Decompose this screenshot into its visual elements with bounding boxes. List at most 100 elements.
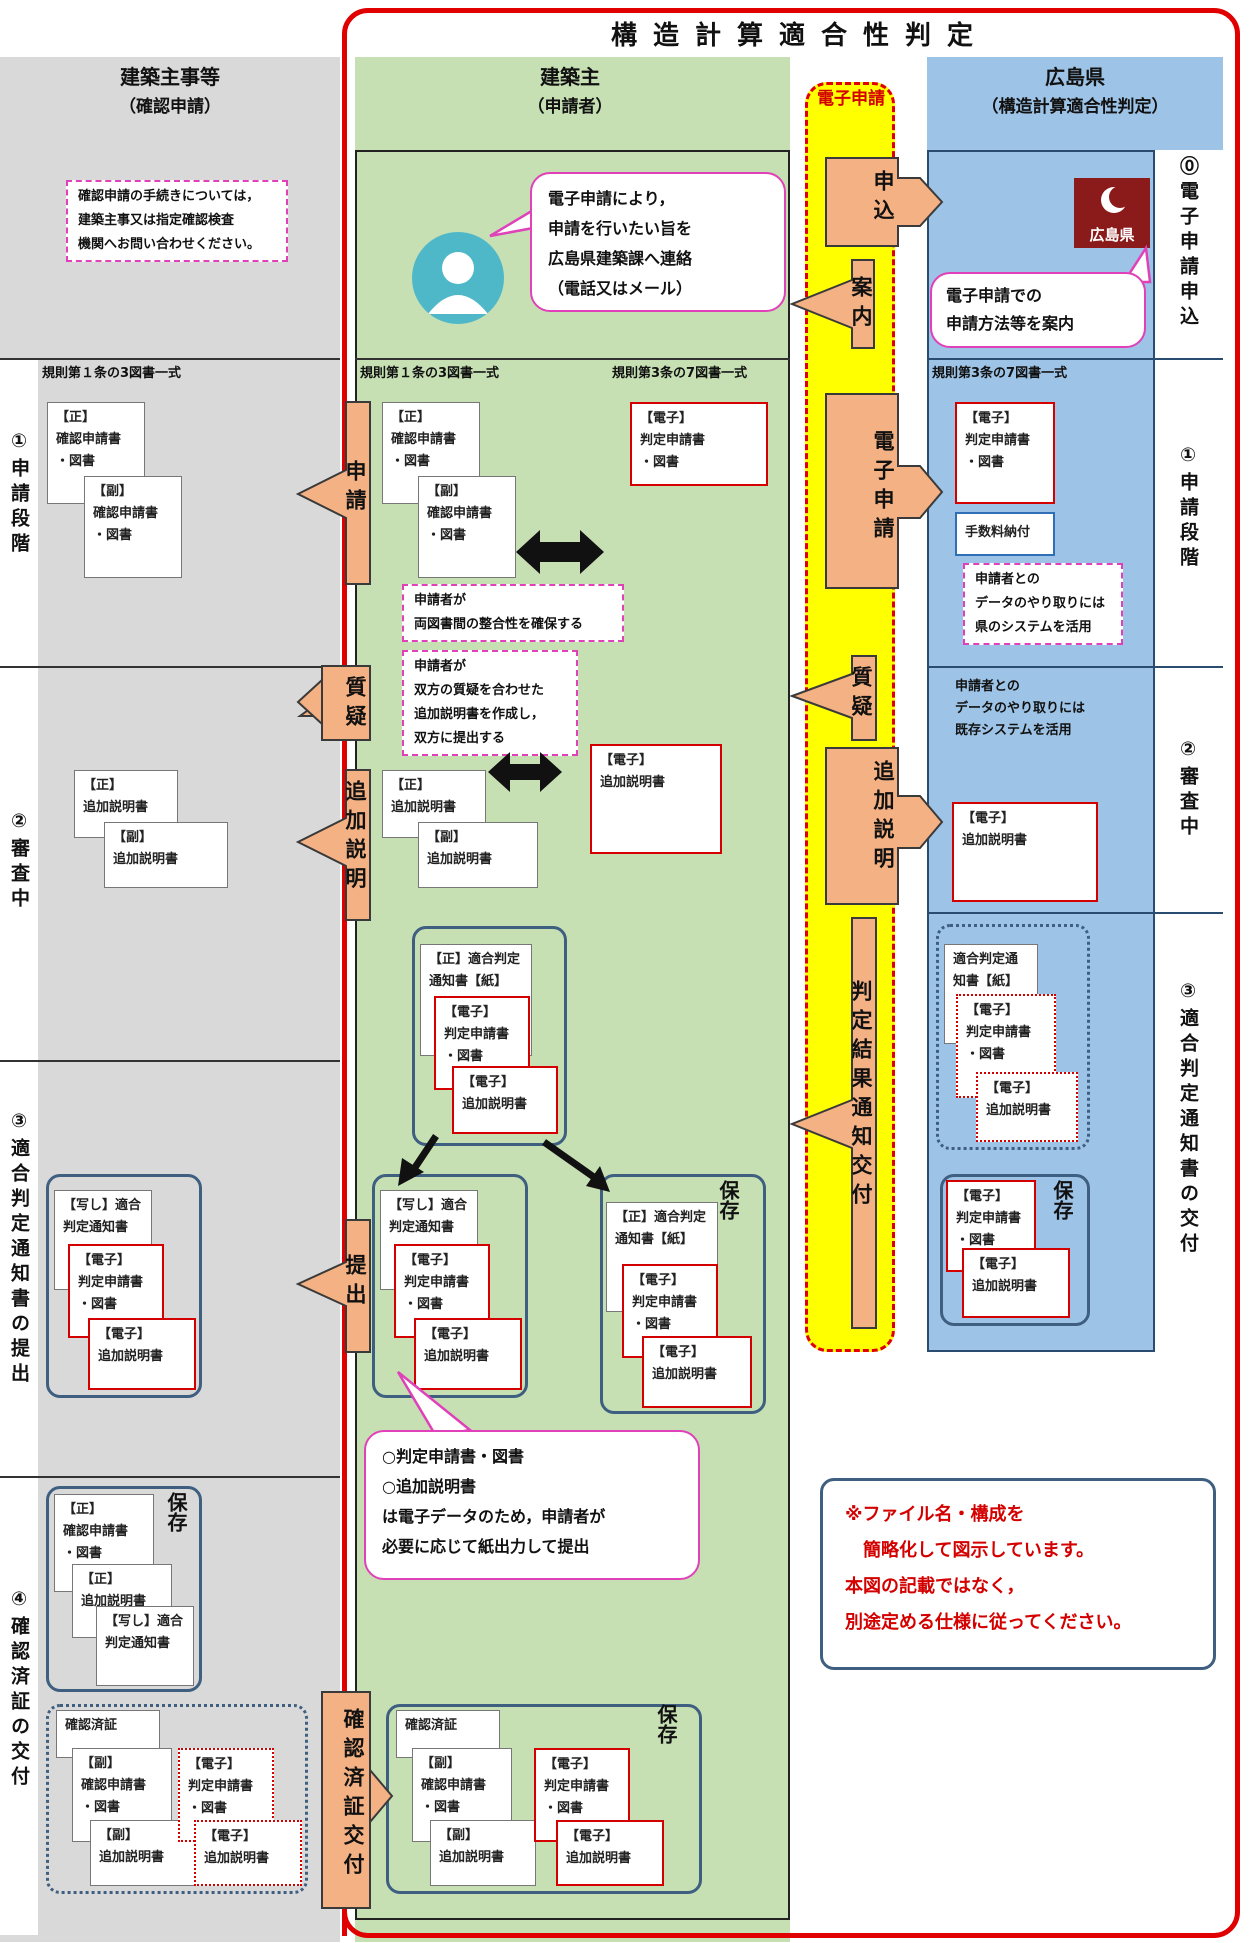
doc-den-add-mid2: 【電子】 追加説明書 [452, 1066, 558, 1134]
arrow-qa-left-head [296, 677, 323, 727]
stage-left-3: ③適合判定通知書の提出 [8, 1110, 30, 1388]
bubble-print: ○判定申請書・図書 ○追加説明書 は電子データのため，申請者が 必要に応じて紙出… [364, 1430, 700, 1580]
bubble-guide: 電子申請での 申請方法等を案内 [930, 272, 1146, 348]
hozon-label-mid2: 保存 [654, 1704, 678, 1744]
connector-left [409, 1134, 439, 1174]
hozon-label-mid: 保存 [716, 1180, 740, 1220]
avatar [412, 232, 504, 324]
doc-fuku-app-left: 【副】 確認申請書 ・図書 [84, 476, 182, 578]
hiroshima-logo: 広島県 [1074, 178, 1150, 248]
column-kenchikunushi-inner [355, 150, 790, 1920]
label-submit: 提出 [343, 1254, 367, 1312]
row-divider [0, 358, 340, 360]
doc-den-add-left: 【電子】 追加説明書 [88, 1318, 196, 1390]
doc-fee: 手数料納付 [955, 512, 1055, 556]
doc-fuku-app-mid2: 【副】 確認申請書 ・図書 [412, 1748, 512, 1842]
hozon-label-left: 保存 [164, 1492, 188, 1532]
row-divider [0, 1060, 340, 1062]
label-add-right: 追加説明 [871, 760, 895, 876]
stage-right-3: ③適合判定通知書の交付 [1177, 980, 1199, 1258]
connector-left-head [398, 1158, 424, 1186]
stage-left-4: ④確認済証の交付 [8, 1588, 30, 1791]
stage-left-2: ②審査中 [8, 810, 30, 913]
double-arrow-1 [516, 530, 604, 574]
arrow-apply-left [295, 401, 371, 585]
doc-den-add-mid5: 【電子】 追加説明書 [556, 1820, 664, 1886]
row-divider [0, 666, 340, 668]
arrow-issue-right-head [369, 1767, 394, 1825]
label-issue: 確認済証交付 [341, 1708, 365, 1882]
label-qa-right: 質疑 [849, 666, 873, 724]
connector-right [541, 1139, 601, 1183]
caption-rule3-mid: 規則第3条の7図書一式 [612, 366, 748, 381]
row-divider [927, 666, 1223, 668]
left-stage-strip [0, 360, 38, 1935]
bubble-contact: 電子申請により， 申請を行いたい旨を 広島県建築課へ連絡 （電話又はメール） [530, 172, 786, 312]
arrow-add-right [825, 747, 944, 905]
header-denshi: 電子申請 [817, 89, 885, 109]
header-title: 建築主事等 [120, 65, 220, 89]
group-tsuchi-mid [412, 926, 567, 1146]
connector-right-head [586, 1166, 610, 1192]
group-utsushi-mid [372, 1174, 528, 1398]
arrow-submit-left [295, 1219, 371, 1353]
label-apply-in: 申込 [871, 170, 895, 228]
doc-den-app-pref: 【電子】 判定申請書 ・図書 [955, 402, 1055, 504]
red-vertical-line [342, 36, 347, 1936]
label-e-apply: 電子申請 [871, 430, 895, 546]
stage-right-0: ⓪電子申請申込 [1177, 156, 1199, 331]
arrow-issue-left [321, 1691, 371, 1909]
group-hozon-pref [940, 1174, 1090, 1326]
doc-den-app-mid: 【電子】 判定申請書 ・図書 [630, 402, 768, 486]
doc-den-add-pref3: 【電子】 追加説明書 [962, 1248, 1070, 1318]
hiroshima-stage-strip [1153, 150, 1223, 1352]
doc-den-add-pref2: 【電子】 追加説明書 [976, 1072, 1078, 1142]
hiroshima-logo-text: 広島県 [1089, 226, 1135, 244]
doc-den-add-mid4: 【電子】 追加説明書 [642, 1336, 752, 1408]
header-title: 建築主 [540, 65, 600, 89]
pref-system-note: 申請者との データのやり取りには 県のシステムを活用 [963, 563, 1123, 645]
row-divider [927, 358, 1223, 360]
arrow-add-left [295, 769, 371, 921]
header-sub: （構造計算適合性判定） [981, 97, 1169, 117]
group-tsuchi-pref [936, 924, 1090, 1150]
group-hozon-left [46, 1486, 202, 1692]
label-guide-out: 案内 [849, 276, 873, 334]
bubble-print-tail [396, 1371, 473, 1438]
header-hiroshima: 広島県 （構造計算適合性判定） [930, 62, 1220, 122]
label-apply-left: 申請 [343, 460, 367, 518]
label-result: 判定結果通知交付 [849, 980, 873, 1212]
row-divider [927, 912, 1223, 914]
row-divider [0, 1476, 340, 1478]
qa-note: 申請者が 双方の質疑を合わせた 追加説明書を作成し， 双方に提出する [402, 650, 578, 756]
main-title: 構造計算適合性判定 [560, 16, 1040, 56]
stage-right-1: ①申請段階 [1177, 444, 1199, 572]
label-qa-left: 質疑 [343, 676, 367, 734]
doc-utsushi-left2: 【写し】適合 判定通知書 [96, 1606, 194, 1686]
doc-fuku-app-mid: 【副】 確認申請書 ・図書 [418, 476, 516, 578]
consistency-note: 申請者が 両図書間の整合性を確保する [402, 584, 624, 642]
group-hozon-mid [600, 1174, 766, 1414]
doc-den-add-mid3: 【電子】 追加説明書 [414, 1318, 522, 1390]
doc-den-app-mid3: 【電子】 判定申請書 ・図書 [394, 1244, 490, 1338]
header-kenchikunushi: 建築主 （申請者） [460, 62, 680, 122]
header-sub: （確認申請） [119, 97, 221, 117]
group-utsushi-left [46, 1174, 202, 1398]
disclaimer: ※ファイル名・構成を 簡略化して図示しています。 本図の記載ではなく， 別途定め… [820, 1478, 1216, 1670]
double-arrow-2 [488, 752, 562, 792]
caption-rule1-left: 規則第１条の3図書一式 [42, 366, 182, 381]
stage-left-1: ①申請段階 [8, 430, 30, 558]
arrow-e-apply [825, 393, 944, 589]
header-title: 広島県 [1045, 65, 1105, 89]
arrow-guide-out [789, 259, 875, 349]
doc-den-add-pref: 【電子】 追加説明書 [952, 802, 1098, 902]
arrow-result [789, 917, 877, 1329]
row-divider [355, 358, 790, 360]
existing-system-note: 申請者との データのやり取りには 既存システムを活用 [955, 679, 1086, 738]
label-add-left: 追加説明 [343, 780, 367, 896]
header-kenchikushuji: 建築主事等 （確認申請） [60, 62, 280, 122]
stage-right-2: ②審査中 [1177, 738, 1199, 841]
group-kakunin-left [46, 1704, 308, 1894]
hozon-label-pref: 保存 [1050, 1180, 1074, 1220]
